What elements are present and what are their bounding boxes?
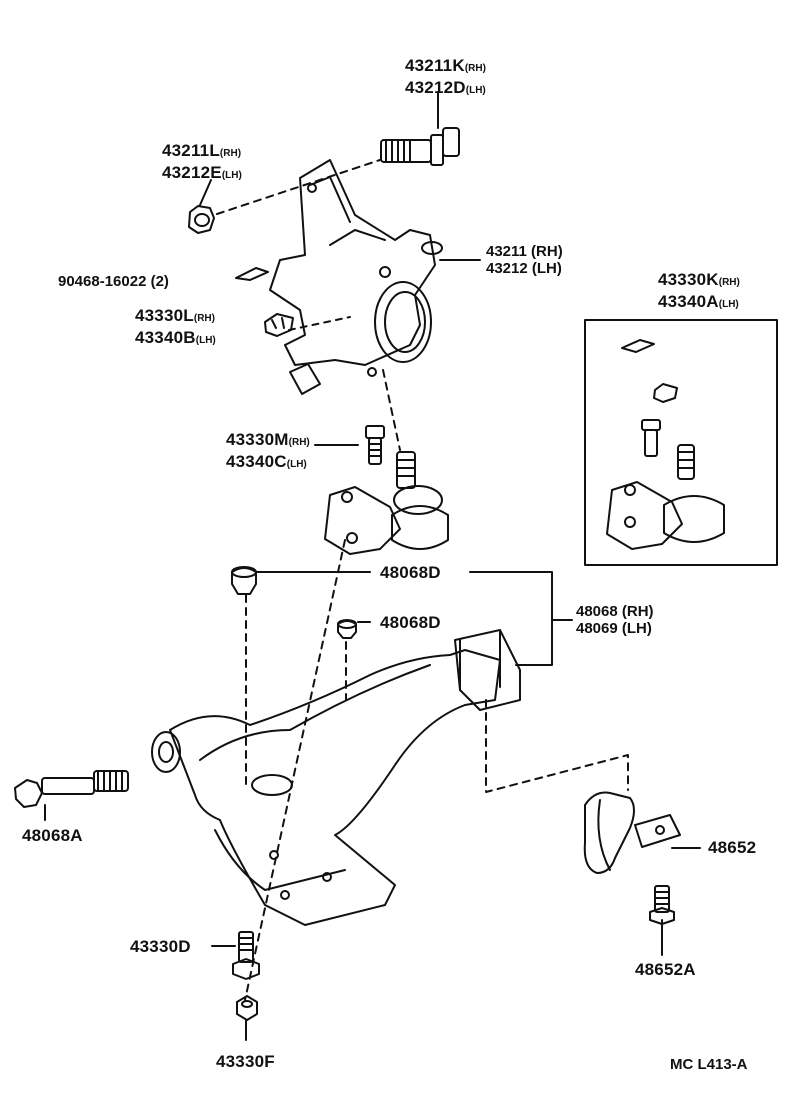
- label-nut-43330f: 43330F: [216, 1052, 275, 1071]
- bolt-48652a-icon: [650, 886, 674, 924]
- lower-control-arm-icon: [152, 630, 520, 925]
- label-nut-43211l: 43211L(RH) 43212E(LH): [162, 141, 242, 182]
- label-bracket-48652: 48652: [708, 838, 757, 857]
- label-bolt-48652a: 48652A: [635, 960, 696, 979]
- cotter-pin-icon: [236, 268, 268, 280]
- nut-43211l-icon: [189, 206, 214, 233]
- bolt-43211k-icon: [381, 128, 459, 165]
- ball-joint-icon: [325, 452, 448, 554]
- label-bolt-43330d: 43330D: [130, 937, 191, 956]
- nut-43330l-icon: [265, 314, 293, 336]
- leader-lines: [45, 92, 700, 1040]
- label-bushing-48068d-lower: 48068D: [380, 613, 441, 632]
- stabilizer-bracket-48652-icon: [585, 793, 680, 874]
- bushing-48068d-upper-icon: [232, 567, 256, 594]
- bolt-43330m-icon: [366, 426, 384, 464]
- label-lower-control-arm: 48068 (RH) 48069 (LH): [576, 603, 654, 637]
- label-bushing-48068d-upper: 48068D: [380, 563, 441, 582]
- label-bolt-43330m: 43330M(RH) 43340C(LH): [226, 430, 310, 471]
- label-bolt-43211k: 43211K(RH) 43212D(LH): [405, 56, 486, 97]
- diagram-code: MC L413-A: [670, 1056, 748, 1073]
- ball-joint-kit-box: [585, 320, 777, 565]
- label-nut-43330l: 43330L(RH) 43340B(LH): [135, 306, 216, 347]
- bolt-48068a-icon: [15, 771, 128, 807]
- steering-knuckle-icon: [270, 160, 442, 394]
- bolt-43330d-icon: [233, 932, 259, 979]
- label-bolt-48068a: 48068A: [22, 826, 83, 845]
- nut-43330f-icon: [237, 996, 257, 1020]
- bushing-48068d-lower-icon: [338, 620, 356, 638]
- label-cotter-pin: 90468-16022 (2): [58, 273, 169, 290]
- label-ball-joint-kit: 43330K(RH) 43340A(LH): [658, 270, 740, 311]
- label-steering-knuckle: 43211 (RH) 43212 (LH): [486, 243, 563, 277]
